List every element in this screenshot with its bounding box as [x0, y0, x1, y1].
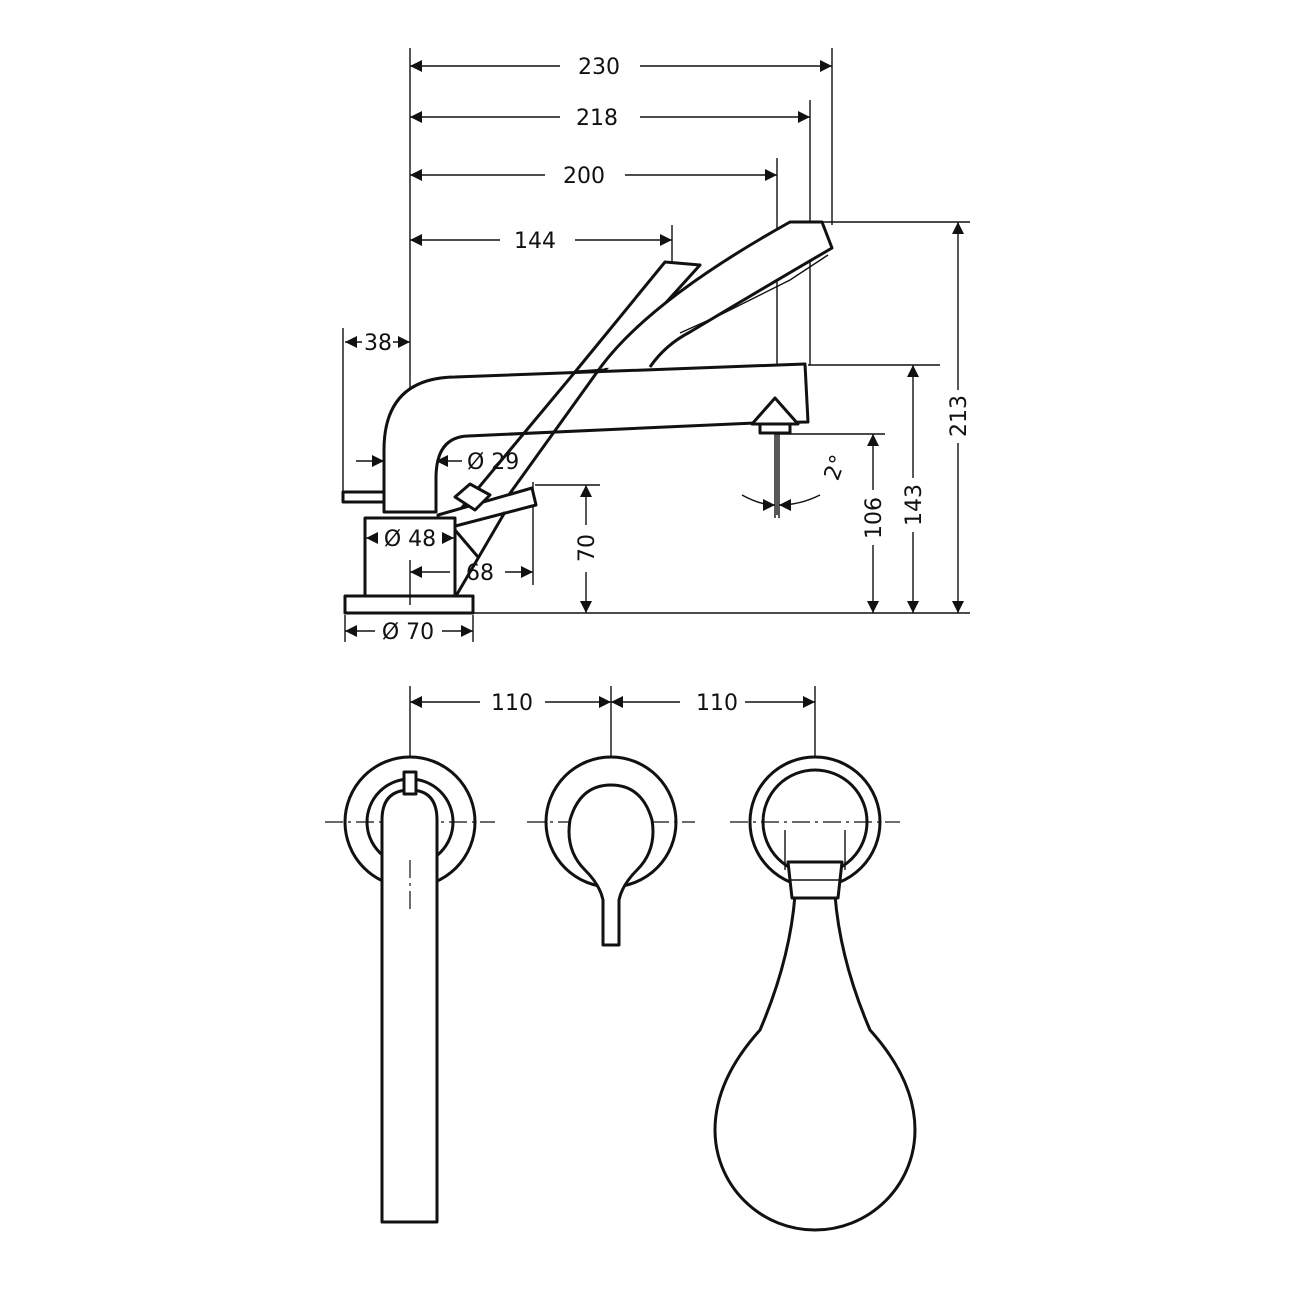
- dimension-dia29: Ø 29: [356, 450, 519, 475]
- dim-label: Ø 70: [382, 620, 434, 645]
- dimension-106: 106: [862, 434, 887, 613]
- dim-label: 110: [696, 691, 738, 716]
- dim-label: 218: [576, 106, 618, 131]
- dimension-213: 213: [947, 222, 972, 613]
- dim-label: 230: [578, 55, 620, 80]
- dim-label: 213: [947, 395, 972, 437]
- dimension-dia70: Ø 70: [345, 620, 473, 645]
- dimension-200: 200: [410, 164, 777, 189]
- dimension-144: 144: [410, 229, 672, 254]
- dimension-143: 143: [902, 365, 927, 613]
- lever-stub: [341, 490, 386, 504]
- dimension-38: 38: [345, 331, 410, 356]
- lever-knob: [453, 482, 492, 512]
- dim-label: 38: [364, 331, 392, 356]
- dim-label: 68: [466, 561, 494, 586]
- dimension-dia48: Ø 48: [366, 527, 454, 552]
- dimension-angle-2deg: 2°: [741, 434, 852, 518]
- top-view-hand-shower: [713, 755, 917, 1232]
- dimension-230: 230: [410, 55, 832, 80]
- dim-label: 200: [563, 164, 605, 189]
- base-plate: [343, 594, 475, 615]
- dimension-70: 70: [575, 485, 600, 613]
- spout: [382, 362, 810, 514]
- top-view-mixer-lever: [527, 755, 695, 947]
- side-view-faucet: [341, 220, 834, 615]
- dim-label: 144: [514, 229, 556, 254]
- top-view-spout: [325, 755, 495, 1224]
- dimension-68: 68: [410, 561, 533, 586]
- dimension-110-right: 110: [611, 691, 815, 716]
- hand-shower-nozzles: [679, 254, 829, 334]
- dim-label: 143: [902, 484, 927, 526]
- dim-label: 106: [862, 497, 887, 539]
- dimension-218: 218: [410, 106, 810, 131]
- dim-label: 2°: [820, 452, 852, 484]
- dim-label: 70: [575, 534, 600, 562]
- hand-shower-body: [598, 220, 834, 369]
- dim-label: Ø 48: [384, 527, 436, 552]
- dim-label: 110: [491, 691, 533, 716]
- aerator-tip: [758, 422, 792, 435]
